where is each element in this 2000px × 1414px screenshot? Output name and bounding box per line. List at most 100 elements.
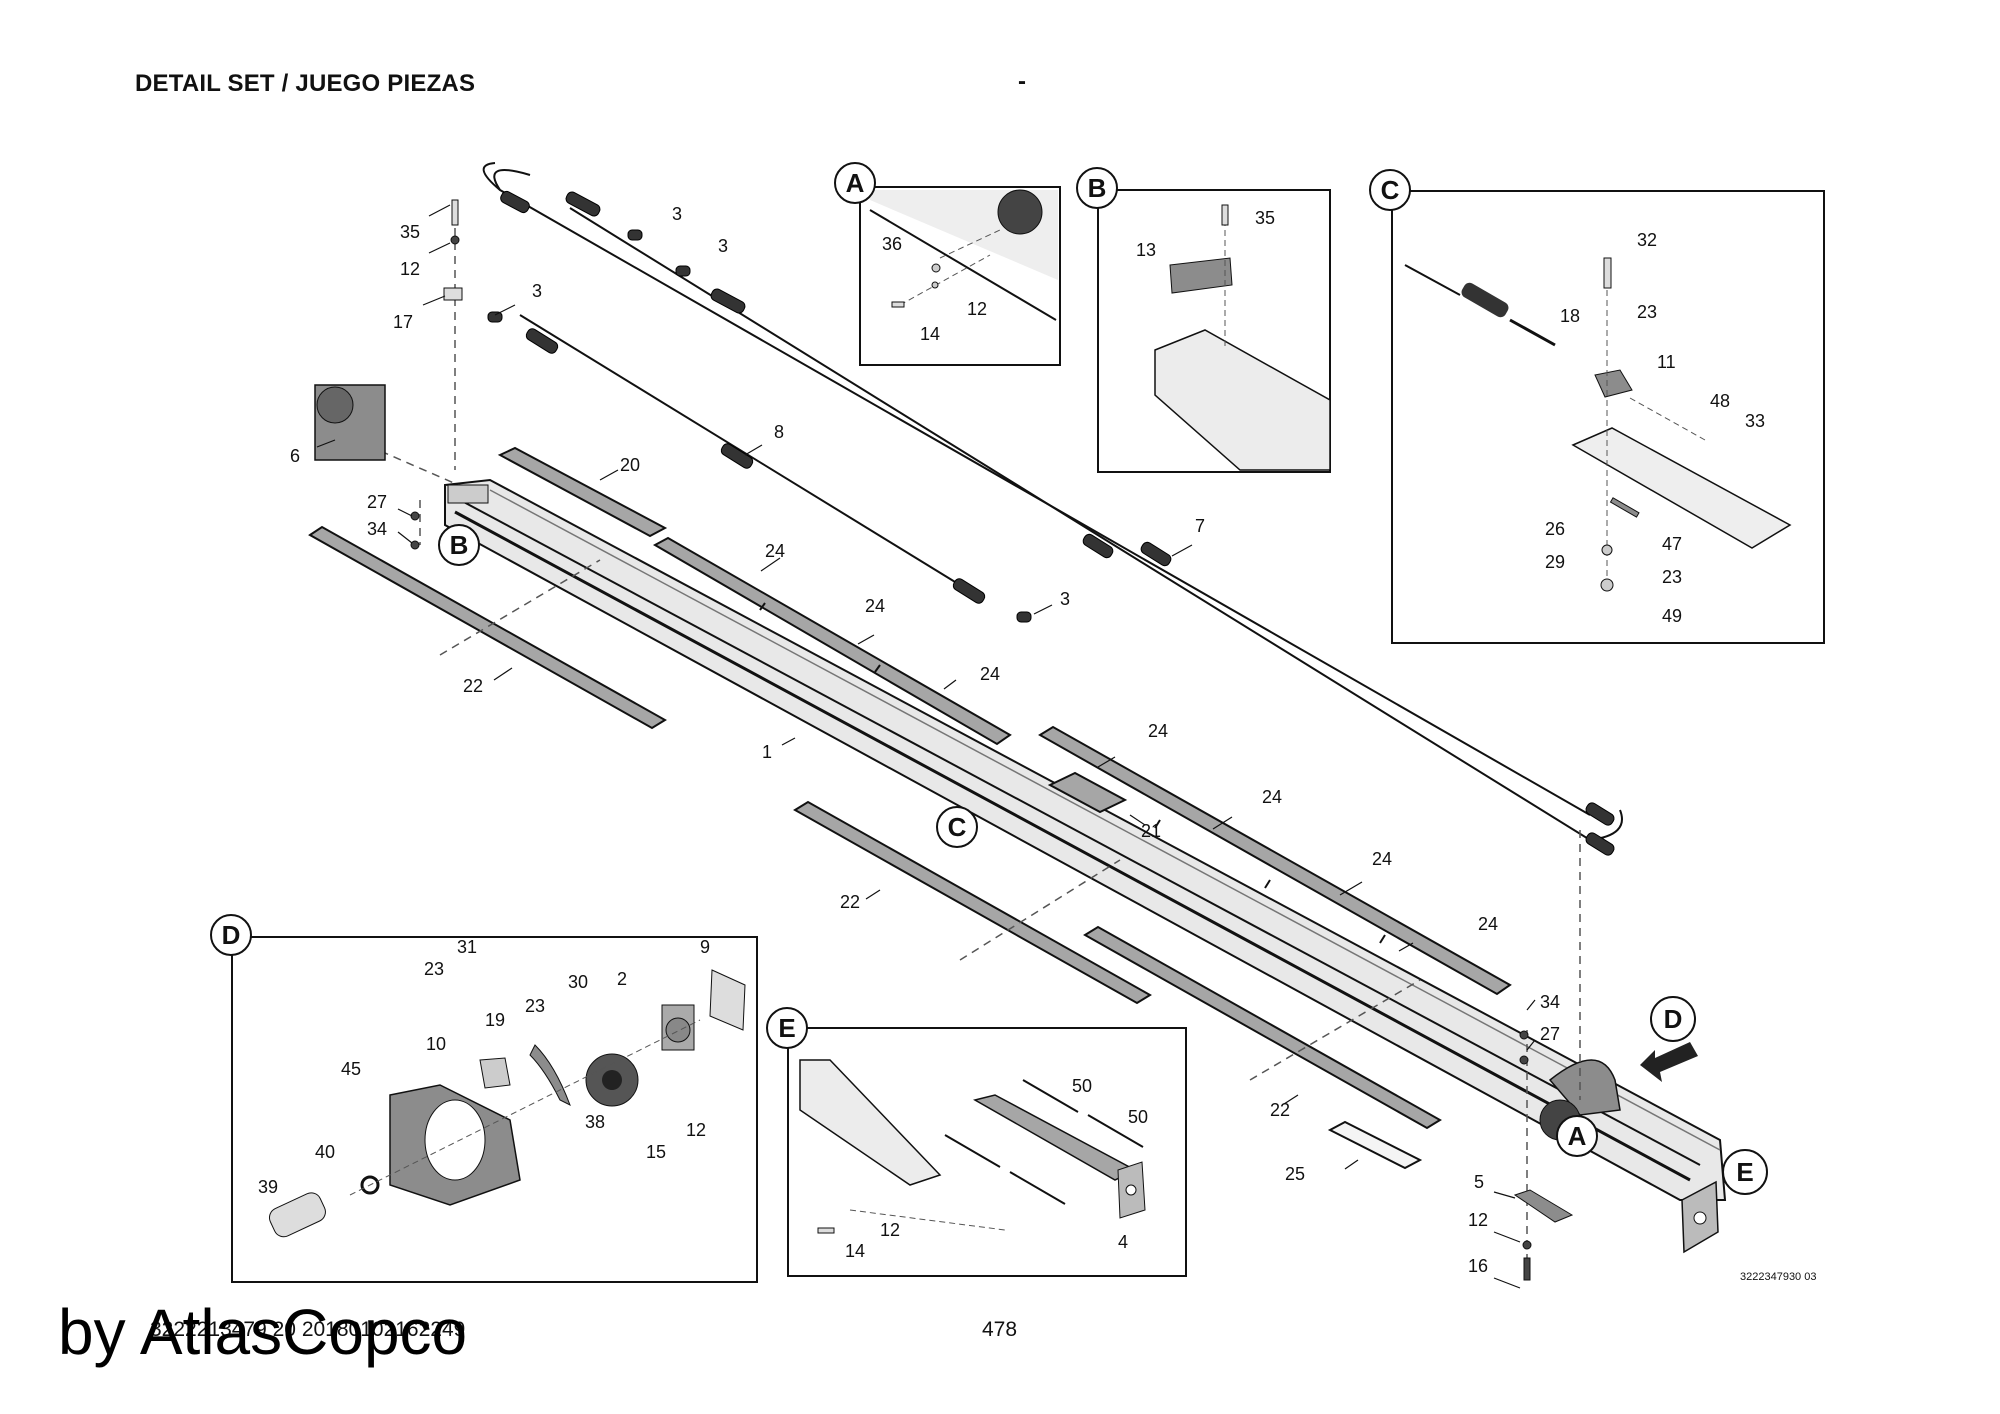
page-number: 478: [982, 1318, 1018, 1341]
callout-34: 34: [367, 519, 387, 539]
callout-6: 6: [290, 446, 300, 466]
callout-b-13: 13: [1136, 240, 1156, 260]
block-13: [447, 484, 489, 504]
strip-21: [1047, 771, 1128, 814]
callout-22-a: 22: [463, 676, 483, 696]
strip-20: [497, 446, 668, 538]
bolt-35: [451, 199, 459, 226]
callout-d-23-b: 23: [525, 996, 545, 1016]
callout-a-36: 36: [882, 234, 902, 254]
callout-3-a: 3: [532, 281, 542, 301]
main-rail-1: [444, 478, 1727, 1254]
callout-c-18: 18: [1560, 306, 1580, 326]
svg-text:E: E: [1736, 1157, 1753, 1187]
marker-b-main: [438, 524, 480, 566]
callout-24-c: 24: [980, 664, 1000, 684]
svg-text:D: D: [222, 920, 241, 950]
callout-d-15: 15: [646, 1142, 666, 1162]
callout-d-31: 31: [457, 937, 477, 957]
callout-24-b: 24: [865, 596, 885, 616]
callout-e-50-b: 50: [1128, 1107, 1148, 1127]
callout-22-b: 22: [840, 892, 860, 912]
detail-box-b: [1097, 189, 1331, 473]
strip-22-middle: [793, 800, 1152, 1005]
marker-d-box: [210, 914, 252, 956]
marker-e-box: [766, 1007, 808, 1049]
strip-25: [1327, 1120, 1423, 1170]
callout-a-14: 14: [920, 324, 940, 344]
callout-d-19: 19: [485, 1010, 505, 1030]
bracket-17: [443, 287, 463, 301]
callout-c-23-a: 23: [1637, 302, 1657, 322]
callout-24-g: 24: [1478, 914, 1498, 934]
callout-c-29: 29: [1545, 552, 1565, 572]
callout-35: 35: [400, 222, 420, 242]
callout-7: 7: [1195, 516, 1205, 536]
callout-e-14: 14: [845, 1241, 865, 1261]
callout-27: 27: [367, 492, 387, 512]
callout-12-end: 12: [1468, 1210, 1488, 1230]
callout-e-50-a: 50: [1072, 1076, 1092, 1096]
callout-d-10: 10: [426, 1034, 446, 1054]
marker-c-main: [936, 806, 978, 848]
callout-1: 1: [762, 742, 772, 762]
callout-d-40: 40: [315, 1142, 335, 1162]
leader-lines: [316, 204, 1536, 1289]
strips-24-upper: [652, 536, 1012, 746]
bracket-5: [1513, 1189, 1574, 1223]
svg-text:B: B: [450, 530, 469, 560]
callout-d-23-a: 23: [424, 959, 444, 979]
callout-d-38: 38: [585, 1112, 605, 1132]
callout-a-12: 12: [967, 299, 987, 319]
callout-c-26: 26: [1545, 519, 1565, 539]
callout-3-d: 3: [1060, 589, 1070, 609]
callout-21: 21: [1141, 821, 1161, 841]
callout-3-c: 3: [718, 236, 728, 256]
svg-text:C: C: [948, 812, 967, 842]
document-id: 3222213479 20 20180102162249: [150, 1318, 466, 1341]
svg-text:D: D: [1664, 1004, 1683, 1034]
callout-5: 5: [1474, 1172, 1484, 1192]
callout-e-4: 4: [1118, 1232, 1128, 1252]
detail-box-c: [1391, 190, 1825, 644]
callout-c-33: 33: [1745, 411, 1765, 431]
marker-e-main: [1722, 1149, 1768, 1195]
marker-a-box: [834, 162, 876, 204]
callout-d-45: 45: [341, 1059, 361, 1079]
callout-c-23-b: 23: [1662, 567, 1682, 587]
svg-text:C: C: [1381, 175, 1400, 205]
svg-text:E: E: [778, 1013, 795, 1043]
view-marker-letters: A B C D E B C D A E: [222, 168, 1754, 1187]
callout-c-49: 49: [1662, 606, 1682, 626]
wear-strips: [308, 446, 1512, 1170]
view-markers: [210, 162, 1768, 1195]
view-d-arrow: [1640, 1042, 1698, 1082]
callout-d-2: 2: [617, 969, 627, 989]
callout-24-a: 24: [765, 541, 785, 561]
svg-text:A: A: [1568, 1121, 1587, 1151]
watermark: by AtlasCopco: [58, 1296, 468, 1368]
chain-links: [487, 190, 1615, 856]
callout-25: 25: [1285, 1164, 1305, 1184]
detail-box-d: [231, 936, 758, 1283]
callout-d-39: 39: [258, 1177, 278, 1197]
page-title: DETAIL SET / JUEGO PIEZAS: [135, 70, 476, 97]
fasteners: [410, 235, 1532, 1281]
strip-22-lower: [1083, 925, 1442, 1130]
callout-24-d: 24: [1148, 721, 1168, 741]
callout-d-9: 9: [700, 937, 710, 957]
marker-c-box: [1369, 169, 1411, 211]
callout-12: 12: [400, 259, 420, 279]
callout-8: 8: [774, 422, 784, 442]
marker-d-main: [1650, 996, 1696, 1042]
callout-27-end: 27: [1540, 1024, 1560, 1044]
detail-box-e: [787, 1027, 1187, 1277]
callout-3-b: 3: [672, 204, 682, 224]
callout-20: 20: [620, 455, 640, 475]
strip-22-upper: [308, 525, 667, 730]
callout-22-c: 22: [1270, 1100, 1290, 1120]
callout-c-11: 11: [1657, 352, 1676, 372]
callout-17: 17: [393, 312, 413, 332]
drawing-number: 3222347930 03: [1740, 1271, 1817, 1283]
